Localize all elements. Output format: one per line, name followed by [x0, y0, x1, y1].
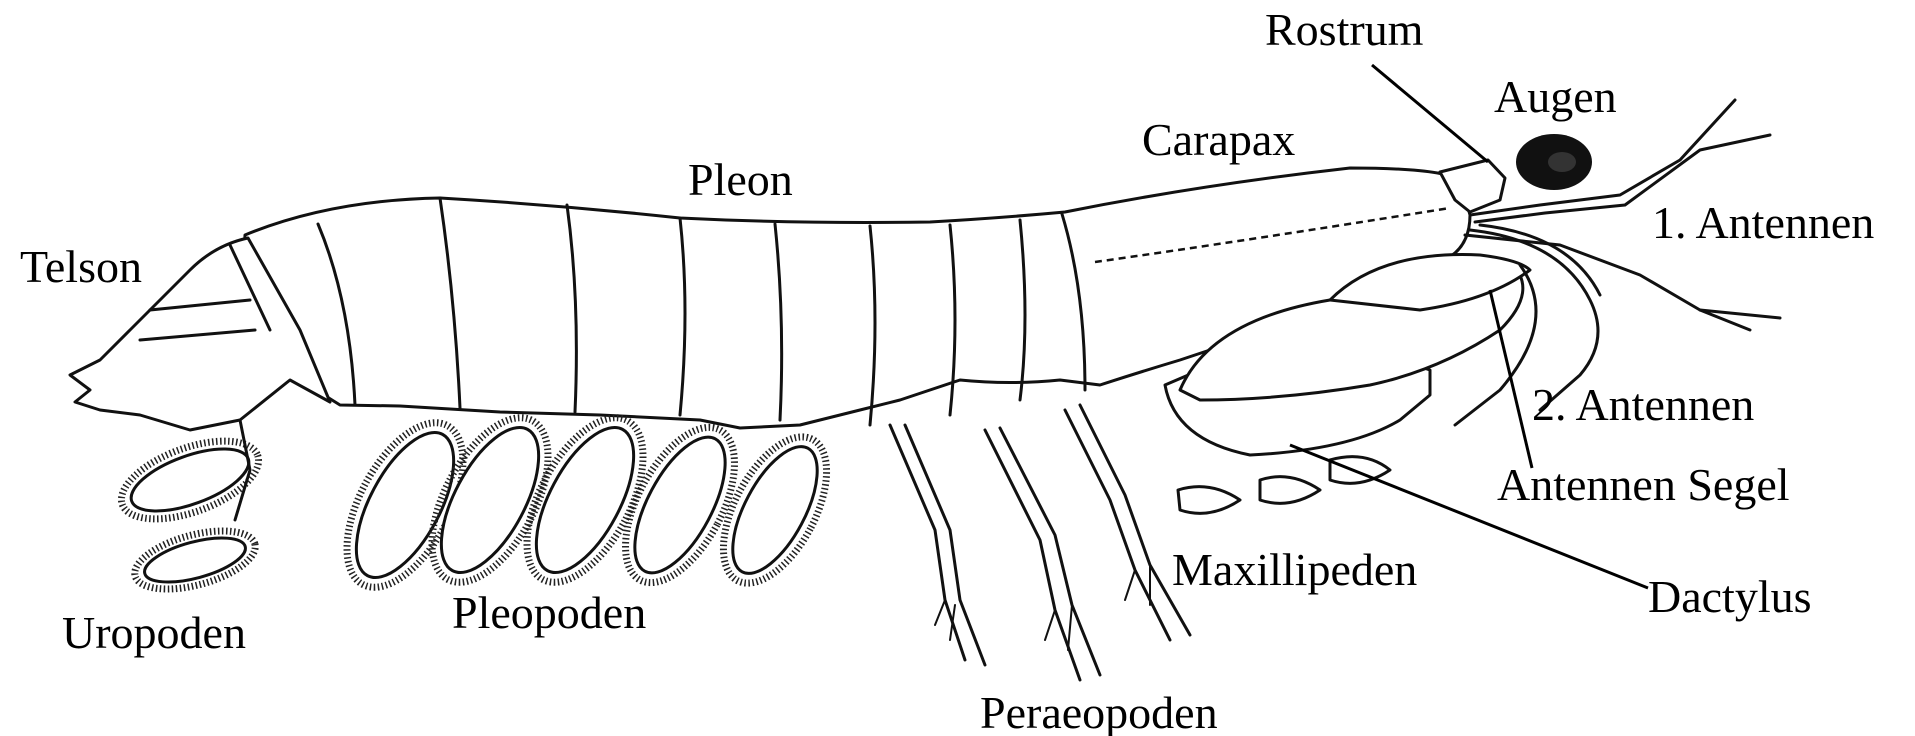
label-maxillipeden: Maxillipeden [1172, 544, 1417, 595]
label-2-antennen: 2. Antennen [1532, 379, 1754, 430]
label-1-antennen: 1. Antennen [1652, 197, 1874, 248]
peraeopods [890, 405, 1190, 680]
label-telson: Telson [20, 241, 142, 292]
label-pleon: Pleon [688, 154, 793, 205]
label-uropoden: Uropoden [62, 607, 246, 658]
label-augen: Augen [1494, 71, 1617, 122]
eye [1516, 134, 1592, 190]
label-peraeopoden: Peraeopoden [980, 687, 1218, 736]
label-rostrum: Rostrum [1265, 4, 1424, 55]
label-pleopoden: Pleopoden [452, 587, 646, 638]
label-dactylus: Dactylus [1648, 571, 1812, 622]
uropods [111, 420, 268, 600]
label-antennen-segel: Antennen Segel [1497, 459, 1790, 510]
pleopods [323, 399, 848, 605]
antennae [1465, 100, 1780, 410]
label-carapax: Carapax [1142, 114, 1295, 165]
